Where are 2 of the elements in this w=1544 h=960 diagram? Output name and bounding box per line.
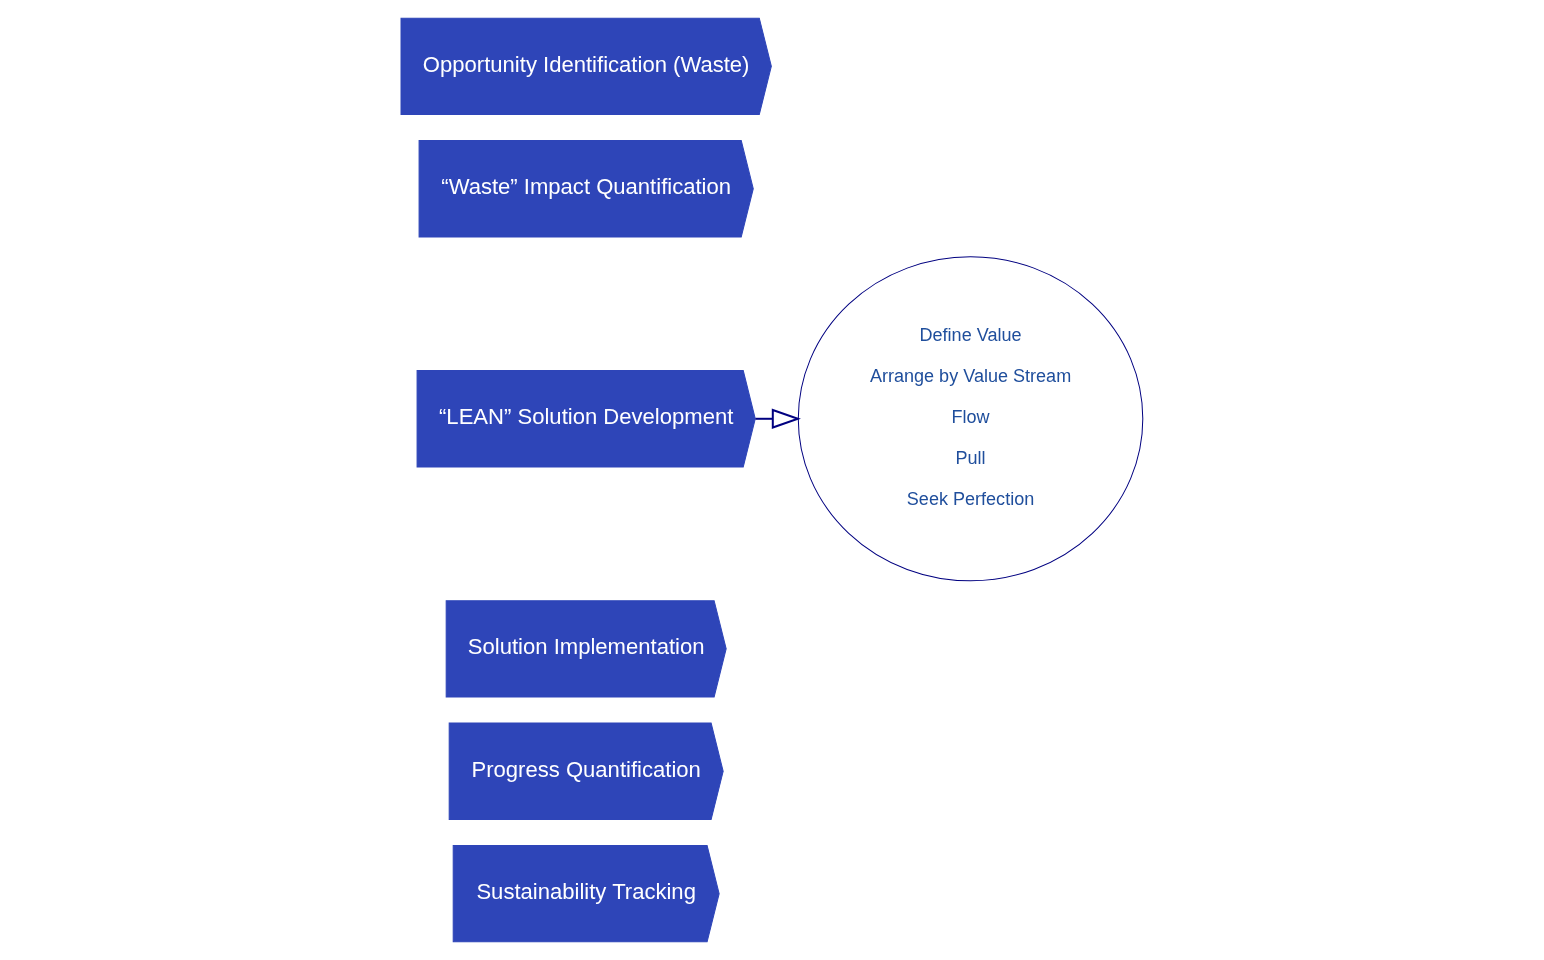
node-circle: Define Value Arrange by Value Stream Flow Pull Seek Perfection [797,256,1144,582]
arrow [755,408,801,429]
